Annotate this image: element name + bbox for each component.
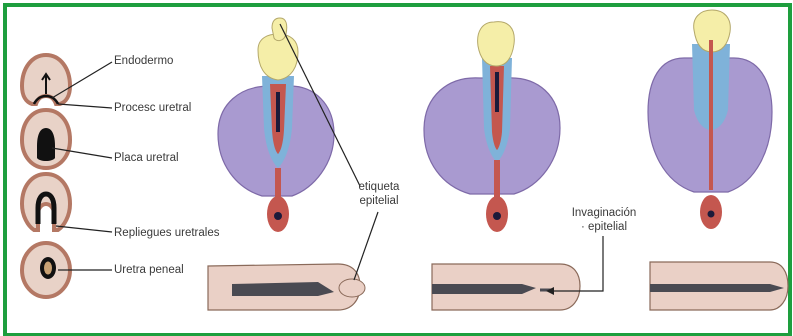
cord-lumen-3 <box>708 211 715 218</box>
label-placa-uretral: Placa uretral <box>114 151 179 165</box>
section-3-ring <box>22 174 70 230</box>
label-invaginacion-line-2: · epitelial <box>564 220 644 234</box>
cord-2 <box>432 284 536 294</box>
urethral-lumen-1 <box>276 92 280 132</box>
longitudinal-1 <box>208 264 365 310</box>
epithelial-tag-bottom <box>339 279 365 297</box>
glans-2 <box>478 22 515 66</box>
section-endodermo <box>22 55 70 104</box>
label-repliegues-uretrales: Repliegues uretrales <box>114 226 219 240</box>
longitudinal-2 <box>432 264 580 310</box>
urethra-lumen-inner <box>44 262 52 275</box>
left-leader-lines <box>52 62 112 270</box>
section-repliegues <box>22 174 70 230</box>
label-proceso-uretral: Procesc uretral <box>114 101 191 115</box>
label-etiqueta-line-1: etiqueta <box>344 180 414 194</box>
cord-3 <box>650 284 784 292</box>
label-invaginacion-line-1: Invaginación <box>564 206 644 220</box>
cord-lumen-1 <box>274 212 282 220</box>
section-placa <box>22 110 70 168</box>
embryo-stage-3 <box>648 10 772 229</box>
cord-1 <box>232 282 334 296</box>
longitudinal-3 <box>650 262 788 310</box>
urethral-plate <box>37 128 55 161</box>
label-invaginacion-epitelial: Invaginación · epitelial <box>564 206 644 234</box>
label-endodermo: Endodermo <box>114 54 173 68</box>
label-uretra-peneal: Uretra peneal <box>114 263 184 277</box>
embryo-stage-1 <box>218 18 334 232</box>
urethra-3 <box>709 40 713 190</box>
epithelial-tag <box>272 18 287 41</box>
urethral-lumen-2 <box>495 72 499 112</box>
embryo-stage-2 <box>424 22 560 232</box>
cord-lumen-2 <box>493 212 501 220</box>
label-etiqueta-epitelial: etiqueta epitelial <box>344 180 414 208</box>
label-etiqueta-line-2: epitelial <box>344 194 414 208</box>
